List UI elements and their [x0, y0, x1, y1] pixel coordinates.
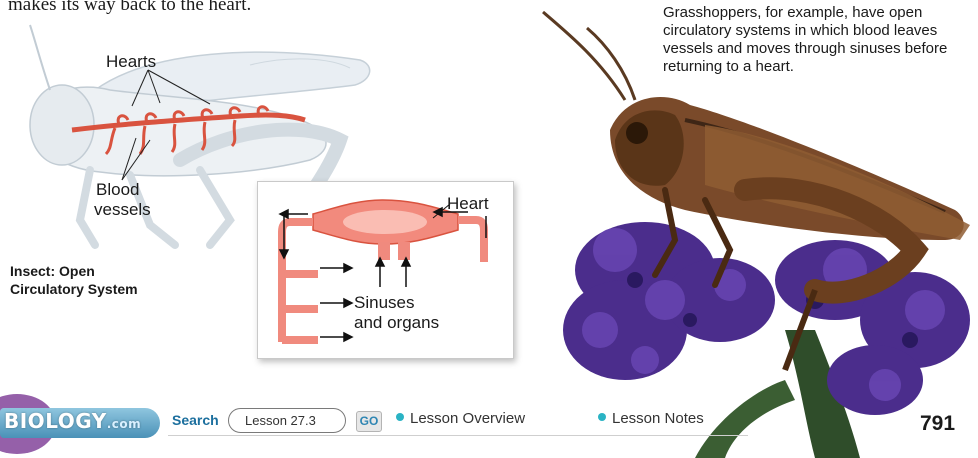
lesson-overview-label: Lesson Overview: [410, 410, 525, 427]
label-hearts: Hearts: [106, 52, 156, 72]
nav-divider: [168, 435, 748, 436]
bullet-icon: [598, 413, 606, 421]
label-sinuses: Sinuses and organs: [354, 293, 439, 333]
brand-suffix: .com: [107, 417, 141, 431]
bullet-icon: [396, 413, 404, 421]
lesson-notes-label: Lesson Notes: [612, 410, 704, 427]
figure-title: Insect: Open Circulatory System: [10, 262, 170, 298]
grasshopper-photo: [515, 0, 978, 458]
search-input[interactable]: [228, 408, 346, 433]
brand-logo-button[interactable]: BIOLOGY.com: [0, 408, 160, 438]
label-sinuses-line-1: Sinuses: [354, 293, 439, 313]
go-button[interactable]: GO: [356, 411, 382, 432]
search-label: Search: [172, 412, 219, 428]
figure-title-line-1: Insect: Open: [10, 262, 170, 280]
lesson-notes-link[interactable]: Lesson Notes: [598, 410, 704, 427]
page-number: 791: [920, 412, 955, 436]
brand-name: BIOLOGY: [4, 409, 107, 433]
intro-text: makes its way back to the heart.: [8, 0, 251, 16]
label-vessels: vessels: [94, 200, 151, 220]
label-heart: Heart: [447, 194, 489, 214]
lesson-overview-link[interactable]: Lesson Overview: [396, 410, 525, 427]
figure-title-line-2: Circulatory System: [10, 280, 170, 298]
nav-bar: BIOLOGY.com Search GO Lesson Overview Le…: [0, 408, 750, 456]
label-sinuses-line-2: and organs: [354, 313, 439, 333]
brand-logo-text: BIOLOGY.com: [4, 409, 141, 433]
label-blood: Blood: [96, 180, 139, 200]
